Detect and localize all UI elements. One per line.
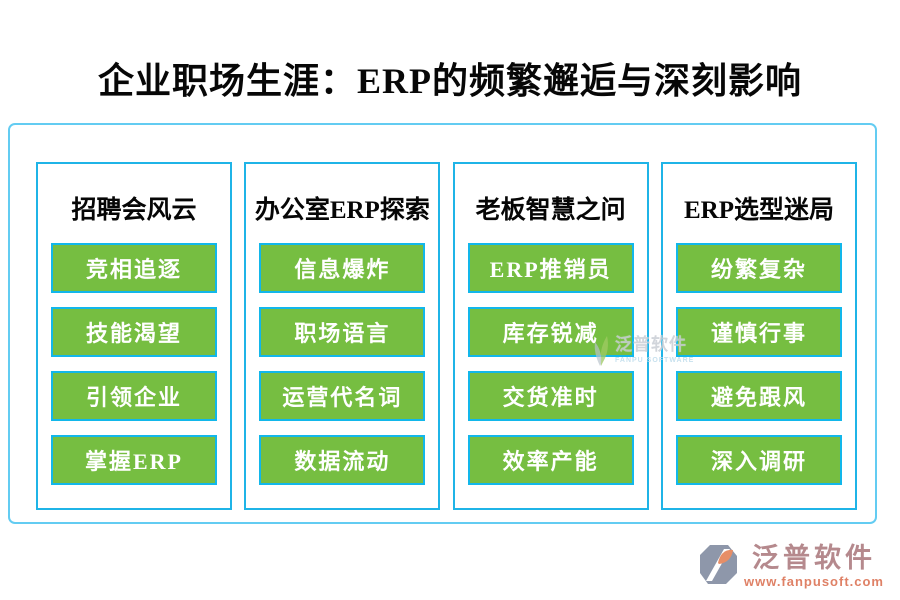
button-stack: 信息爆炸 职场语言 运营代名词 数据流动 bbox=[259, 243, 426, 485]
button-stack: ERP推销员 库存锐减 交货准时 效率产能 bbox=[467, 243, 634, 485]
footer-url: www.fanpusoft.com bbox=[743, 574, 884, 589]
topic-button: 职场语言 bbox=[259, 307, 426, 357]
topic-button: 技能渴望 bbox=[51, 307, 217, 357]
columns-row: 招聘会风云 竞相追逐 技能渴望 引领企业 掌握ERP 办公室ERP探索 信息爆炸… bbox=[36, 162, 857, 510]
column-header: 老板智慧之问 bbox=[475, 197, 626, 224]
topic-button: 信息爆炸 bbox=[259, 243, 426, 293]
topic-button: 交货准时 bbox=[467, 371, 634, 421]
page-title: 企业职场生涯：ERP的频繁邂逅与深刻影响 bbox=[97, 61, 802, 101]
topic-button: 效率产能 bbox=[467, 435, 634, 485]
column-header: 招聘会风云 bbox=[71, 197, 197, 224]
topic-button: 谨慎行事 bbox=[675, 307, 842, 357]
fanpu-logo-icon bbox=[698, 543, 739, 592]
column-erp-selection: ERP选型迷局 纷繁复杂 谨慎行事 避免跟风 深入调研 bbox=[660, 162, 857, 510]
topic-button: 库存锐减 bbox=[467, 307, 634, 357]
column-header: ERP选型迷局 bbox=[683, 197, 834, 224]
topic-button: 深入调研 bbox=[675, 435, 842, 485]
button-stack: 竞相追逐 技能渴望 引领企业 掌握ERP bbox=[51, 243, 217, 485]
footer-brand: 泛普软件 bbox=[751, 543, 876, 573]
footer-logo-text: 泛普软件 www.fanpusoft.com bbox=[744, 543, 884, 589]
topic-button: 掌握ERP bbox=[51, 435, 217, 485]
footer-logo: 泛普软件 www.fanpusoft.com bbox=[698, 543, 884, 592]
topic-button: 引领企业 bbox=[51, 371, 217, 421]
column-job-fair: 招聘会风云 竞相追逐 技能渴望 引领企业 掌握ERP bbox=[36, 162, 232, 510]
button-stack: 纷繁复杂 谨慎行事 避免跟风 深入调研 bbox=[675, 243, 842, 485]
topic-button: 竞相追逐 bbox=[51, 243, 217, 293]
topic-button: 数据流动 bbox=[259, 435, 426, 485]
column-boss-question: 老板智慧之问 ERP推销员 库存锐减 交货准时 效率产能 bbox=[452, 162, 649, 510]
topic-button: 纷繁复杂 bbox=[675, 243, 842, 293]
column-header: 办公室ERP探索 bbox=[254, 197, 430, 224]
topic-button: ERP推销员 bbox=[467, 243, 634, 293]
topic-button: 避免跟风 bbox=[675, 371, 842, 421]
topic-button: 运营代名词 bbox=[259, 371, 426, 421]
column-office-erp: 办公室ERP探索 信息爆炸 职场语言 运营代名词 数据流动 bbox=[244, 162, 441, 510]
